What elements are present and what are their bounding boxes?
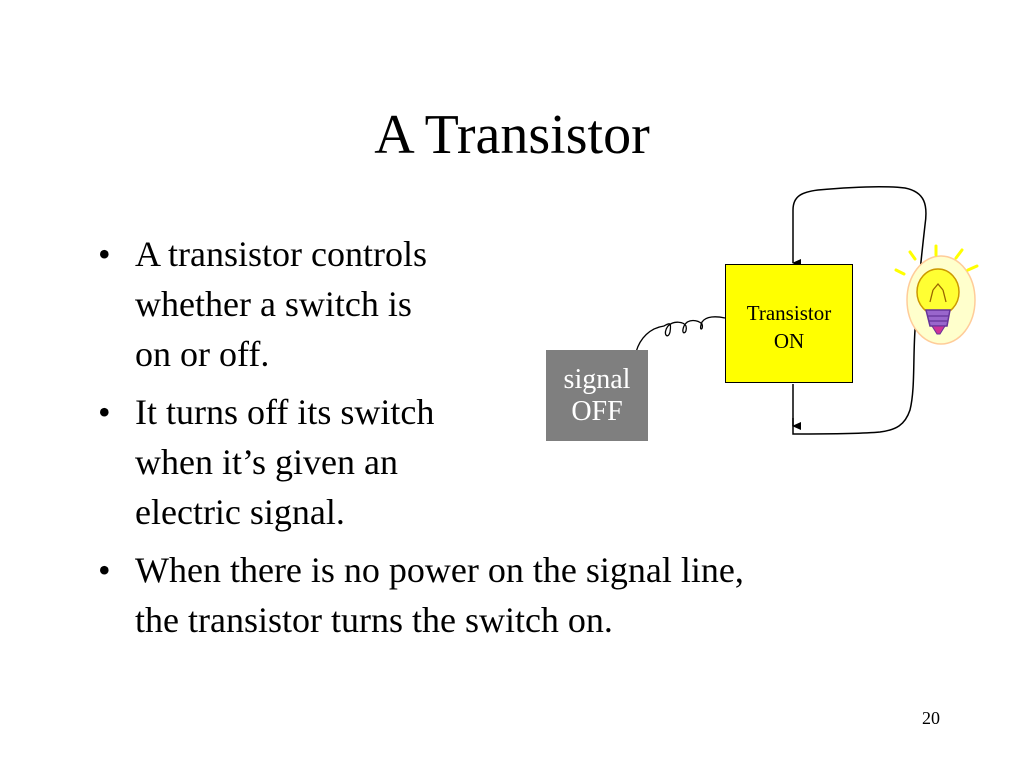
bullet-line: whether a switch is	[135, 284, 412, 324]
bullet-marker: •	[98, 234, 111, 274]
transistor-label: Transistor	[746, 300, 832, 325]
signal-wire	[635, 316, 726, 353]
transistor-box: Transistor ON	[725, 264, 853, 383]
page-number: 20	[922, 708, 940, 728]
signal-box: signal OFF	[546, 350, 648, 441]
lightbulb-icon	[894, 244, 979, 345]
bullet-text: A transistor controls whether a switch i…	[135, 229, 427, 379]
bullet-line: A transistor controls	[135, 234, 427, 274]
bullet-item: • It turns off its switch when it’s give…	[98, 387, 518, 537]
transistor-state: ON	[773, 328, 805, 353]
bullet-text: It turns off its switch when it’s given …	[135, 387, 434, 537]
bullet-text: When there is no power on the signal lin…	[135, 545, 744, 645]
bullet-marker: •	[98, 392, 111, 432]
bullet-item: • When there is no power on the signal l…	[98, 545, 958, 645]
bullet-line: when it’s given an	[135, 442, 398, 482]
bullet-line: When there is no power on the signal lin…	[135, 550, 744, 590]
signal-label: signal	[563, 363, 631, 395]
bullet-line: the transistor turns the switch on.	[135, 600, 613, 640]
slide-title: A Transistor	[374, 104, 650, 166]
bullet-item: • A transistor controls whether a switch…	[98, 229, 518, 379]
bullet-line: on or off.	[135, 334, 270, 374]
bullet-line: electric signal.	[135, 492, 345, 532]
bullet-marker: •	[98, 550, 111, 590]
bullet-line: It turns off its switch	[135, 392, 435, 432]
signal-state: OFF	[571, 395, 623, 427]
